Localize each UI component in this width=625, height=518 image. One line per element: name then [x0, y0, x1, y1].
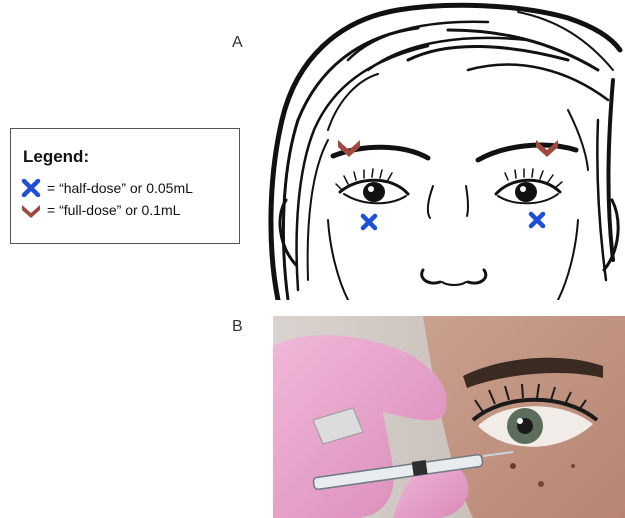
injection-photo — [273, 316, 625, 518]
legend-box: Legend: = “half-dose” or 0.05mL = “full-… — [10, 128, 240, 244]
legend-row-half-dose: = “half-dose” or 0.05mL — [21, 179, 193, 197]
face-line-drawing — [268, 0, 625, 300]
legend-title: Legend: — [23, 147, 89, 167]
brown-chevron-icon — [21, 201, 41, 219]
blue-x-icon — [21, 179, 41, 197]
blue-x-icon — [531, 214, 543, 226]
blue-x-icon — [363, 216, 375, 228]
half-dose-markers — [363, 214, 543, 228]
panel-label-a: A — [232, 34, 243, 52]
legend-half-dose-text: = “half-dose” or 0.05mL — [47, 180, 193, 196]
legend-row-full-dose: = “full-dose” or 0.1mL — [21, 201, 180, 219]
legend-full-dose-text: = “full-dose” or 0.1mL — [47, 202, 180, 218]
panel-label-b: B — [232, 318, 243, 336]
